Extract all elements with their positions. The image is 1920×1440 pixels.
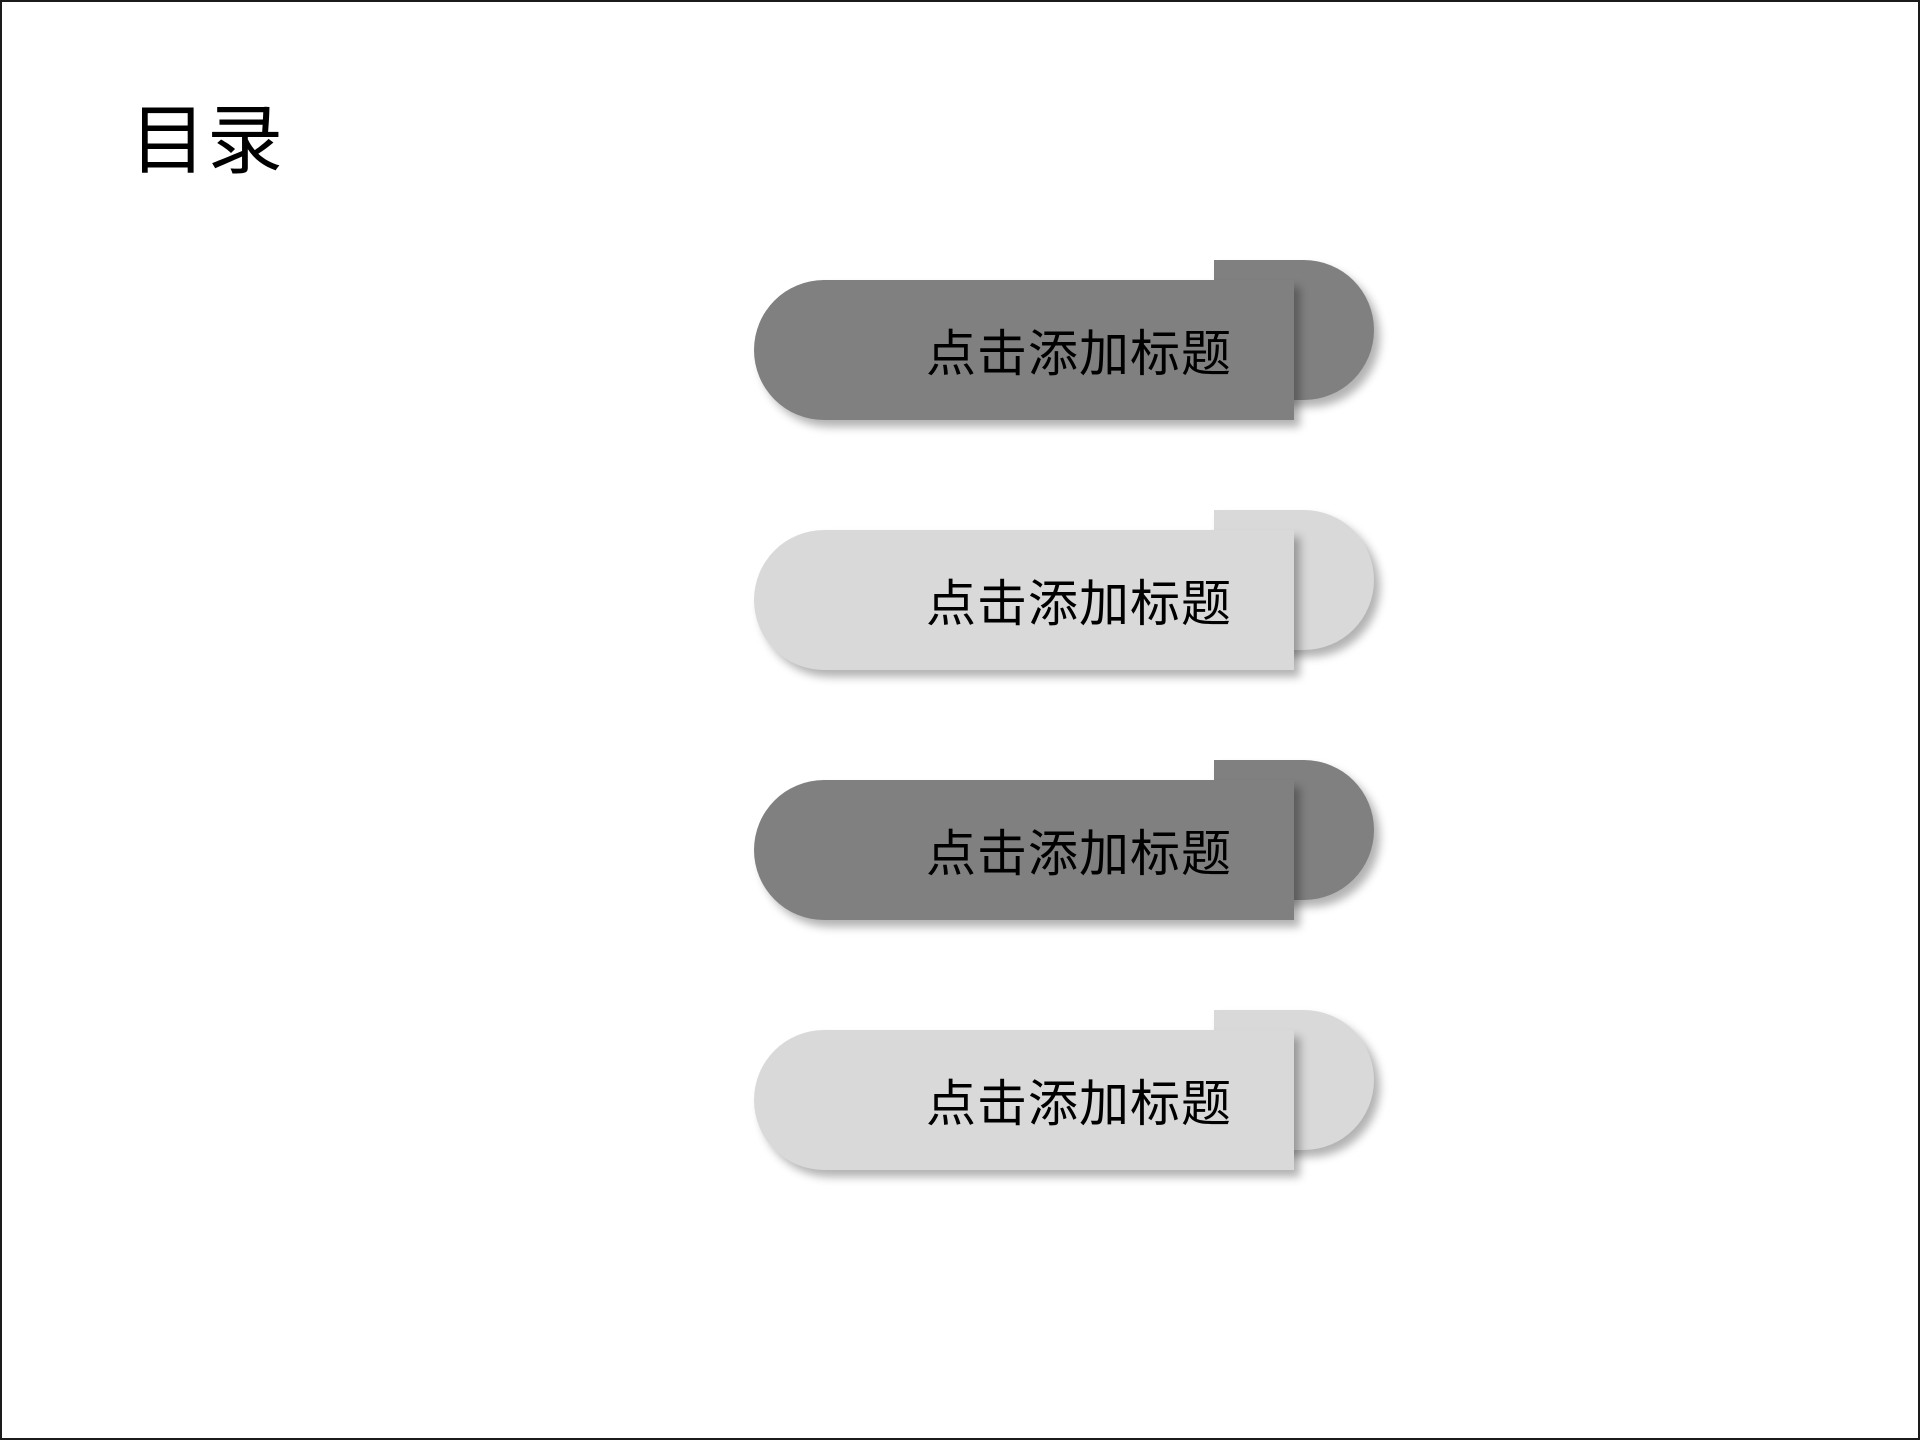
toc-item-4[interactable]: 点击添加标题	[754, 1010, 1374, 1170]
toc-item-3[interactable]: 点击添加标题	[754, 760, 1374, 920]
toc-item-bar-3	[754, 780, 1294, 920]
toc-item-bar-2	[754, 530, 1294, 670]
toc-item-bar-1	[754, 280, 1294, 420]
toc-item-bar-4	[754, 1030, 1294, 1170]
page-title: 目录	[130, 96, 284, 185]
toc-item-label-4: 点击添加标题	[926, 1075, 1232, 1133]
toc-item-2[interactable]: 点击添加标题	[754, 510, 1374, 670]
toc-item-label-1: 点击添加标题	[926, 325, 1232, 383]
toc-item-1[interactable]: 点击添加标题	[754, 260, 1374, 420]
toc-item-label-3: 点击添加标题	[926, 825, 1232, 883]
toc-item-label-2: 点击添加标题	[926, 575, 1232, 633]
